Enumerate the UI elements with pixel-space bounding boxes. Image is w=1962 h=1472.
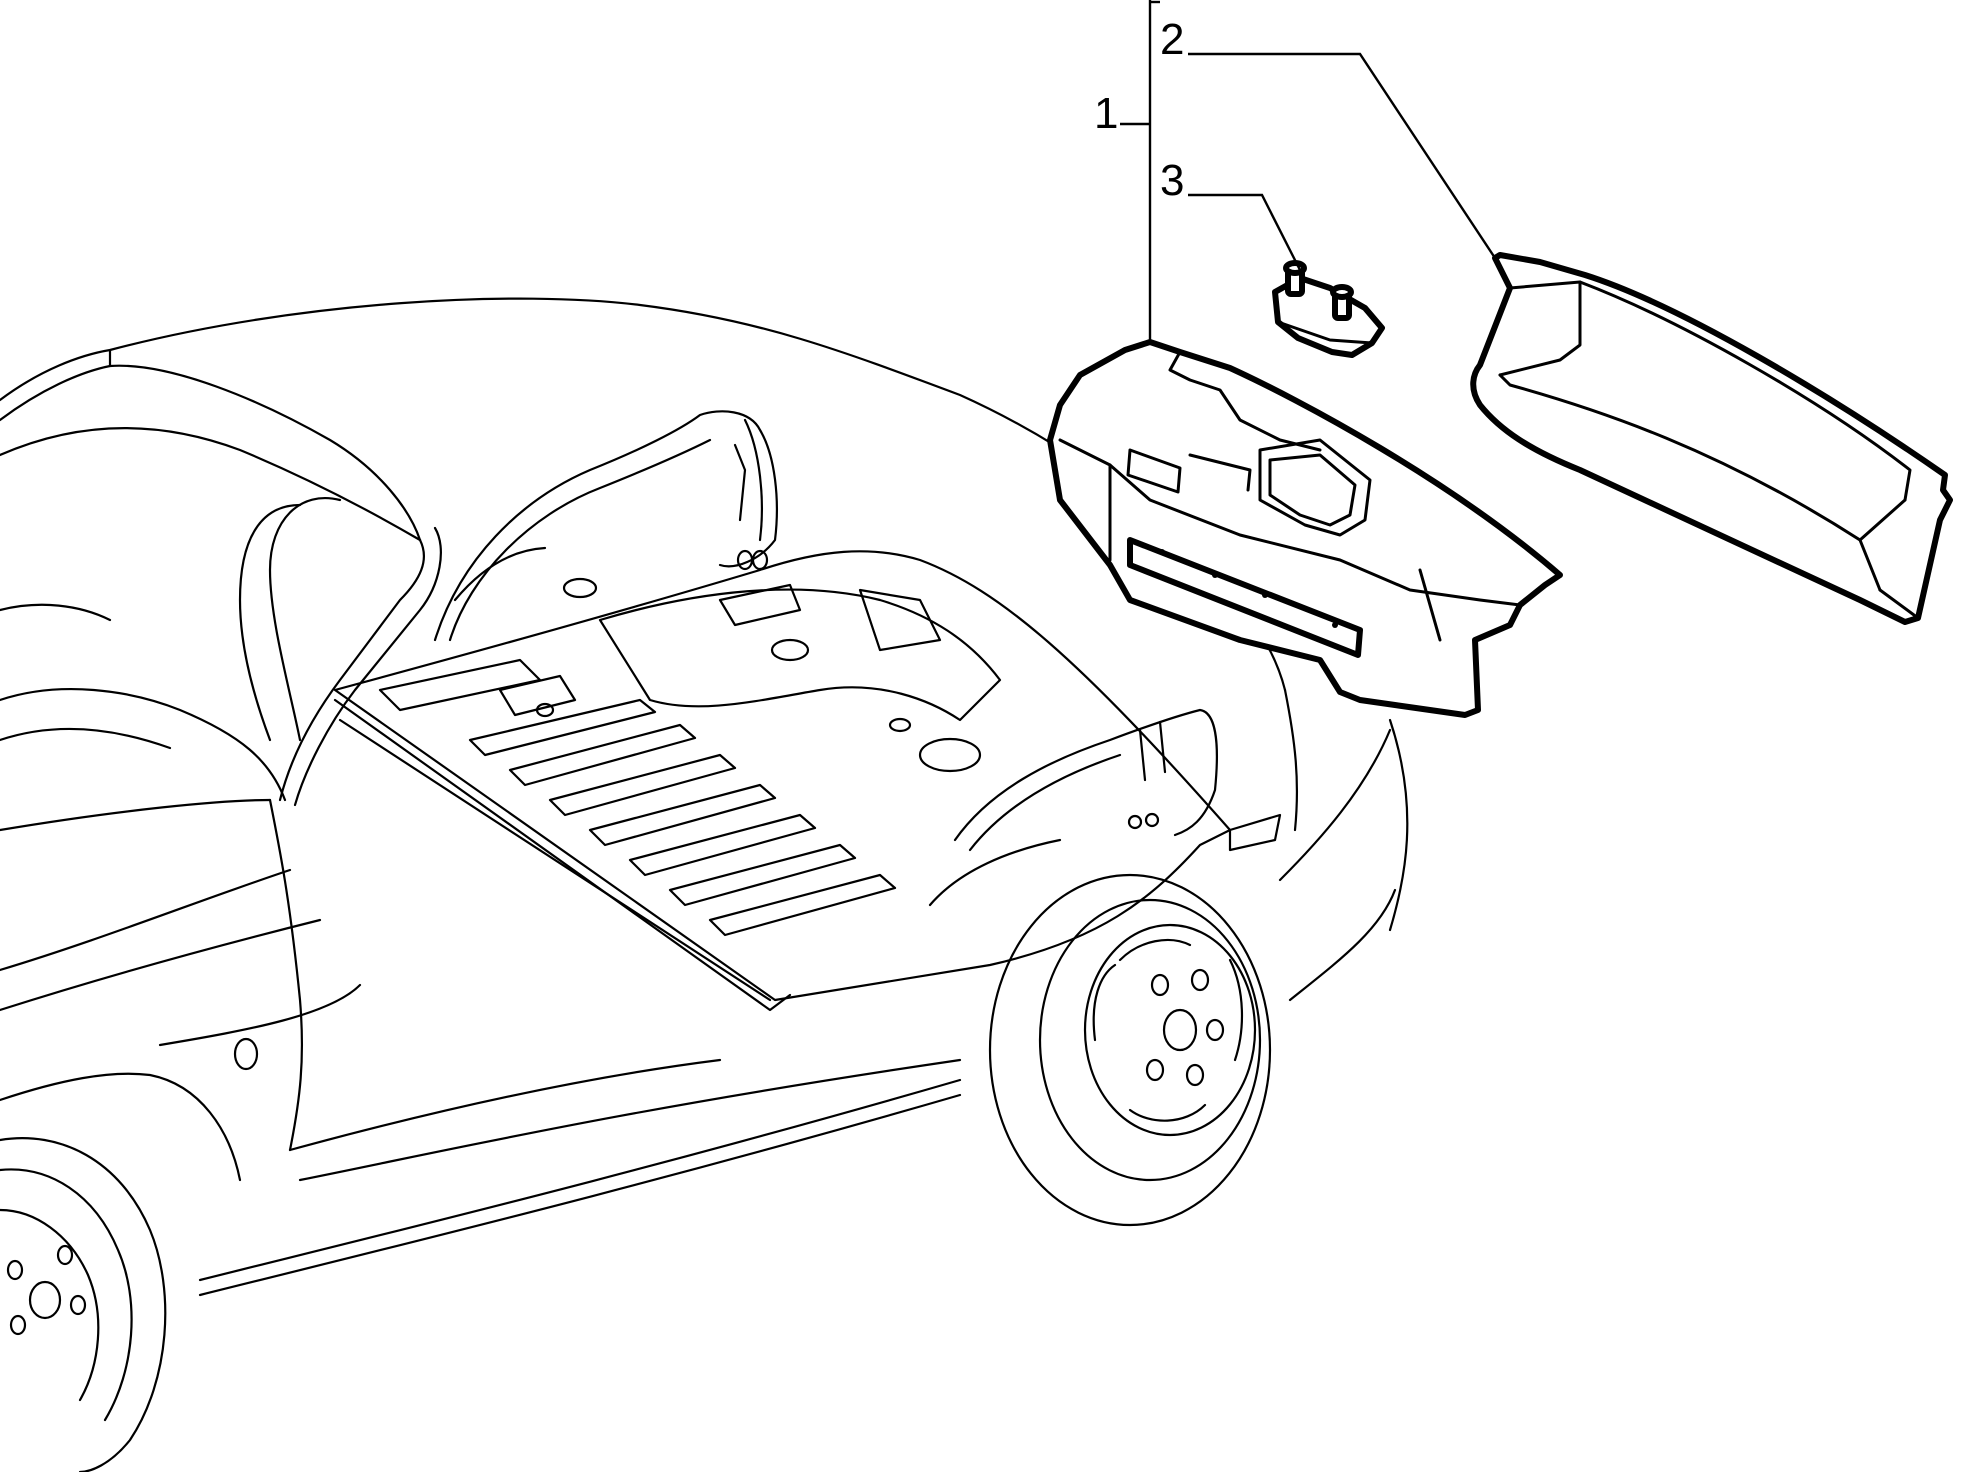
left-wheel-arch-drawing: [433, 410, 778, 642]
front-wheel-drawing: [0, 1137, 167, 1472]
part-1-trunk-panel: [1047, 339, 1563, 718]
car-body-drawing: [0, 297, 1409, 1297]
callout-2: 2: [1160, 15, 1184, 64]
callout-3: 3: [1160, 156, 1184, 205]
part-3-clip: [1272, 260, 1385, 358]
part-2-tray: [1470, 252, 1953, 625]
rear-wheel-drawing: [988, 873, 1272, 1227]
callout-1: 1: [1094, 89, 1118, 138]
right-wheel-arch-drawing: [928, 708, 1218, 907]
floor-pan-drawing: [333, 550, 1232, 1012]
leader-lines: [1120, 0, 1497, 345]
